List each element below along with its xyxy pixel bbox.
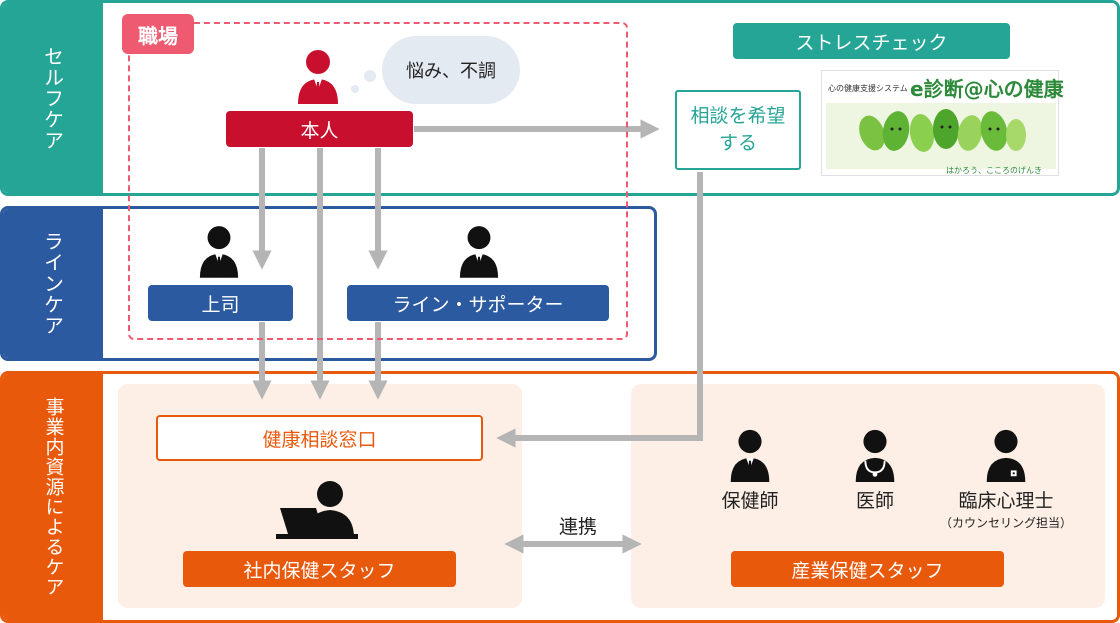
thought-bubble: 悩み、不調 <box>382 36 520 104</box>
internal-care-section: 事業内資源によるケア <box>0 371 1120 623</box>
industrial-staff-pill: 産業保健スタッフ <box>731 551 1004 587</box>
arrow-consult-to-desk <box>496 172 703 448</box>
boss-pill: 上司 <box>148 285 293 321</box>
self-care-sidebar: セルフケア <box>3 3 103 193</box>
role-doctor-label: 医師 <box>855 490 894 512</box>
brand-banner: 心の健康支援システム e診断@心の健康 はかろう、こころのげんき <box>821 70 1064 176</box>
stress-check-pill: ストレスチェック <box>733 23 1010 59</box>
internal-care-sidebar: 事業内資源によるケア <box>3 374 103 620</box>
self-care-title: セルフケア <box>40 45 65 151</box>
person-tie-icon <box>730 429 770 482</box>
role-psychologist-note: （カウンセリング担当） <box>939 516 1072 530</box>
in-house-staff-pill: 社内保健スタッフ <box>183 551 456 587</box>
brand-title: e診断@心の健康 <box>910 77 1064 101</box>
workplace-tag: 職場 <box>122 14 194 54</box>
workplace-area <box>128 22 628 340</box>
thought-dot <box>364 70 376 82</box>
line-care-title: ラインケア <box>40 231 65 336</box>
person-stethoscope-icon <box>855 429 895 482</box>
brand-tagline: はかろう、こころのげんき <box>946 166 1042 175</box>
internal-care-title: 事業内資源によるケア <box>42 397 65 597</box>
supporter-person-icon <box>459 226 499 278</box>
line-care-sidebar: ラインケア <box>3 209 103 358</box>
health-desk-box: 健康相談窓口 <box>156 415 483 461</box>
thought-dot-small <box>351 85 359 93</box>
person-pill: 本人 <box>226 111 413 147</box>
role-nurse-label: 保健師 <box>721 490 779 512</box>
line-supporter-pill: ライン・サポーター <box>347 285 609 321</box>
person-laptop-icon <box>276 481 358 539</box>
cooperation-label: 連携 <box>558 516 597 538</box>
person-red-icon <box>298 50 338 104</box>
leaf-characters-icon <box>859 109 1026 152</box>
self-care-section: セルフケア <box>0 0 1120 196</box>
brand-small-text: 心の健康支援システム <box>828 84 908 93</box>
line-care-section: ラインケア <box>0 206 657 361</box>
person-badge-icon <box>986 429 1026 482</box>
boss-person-icon <box>199 226 239 278</box>
role-psychologist-label: 臨床心理士 <box>958 490 1054 512</box>
consult-box: 相談を希望する <box>675 90 801 170</box>
